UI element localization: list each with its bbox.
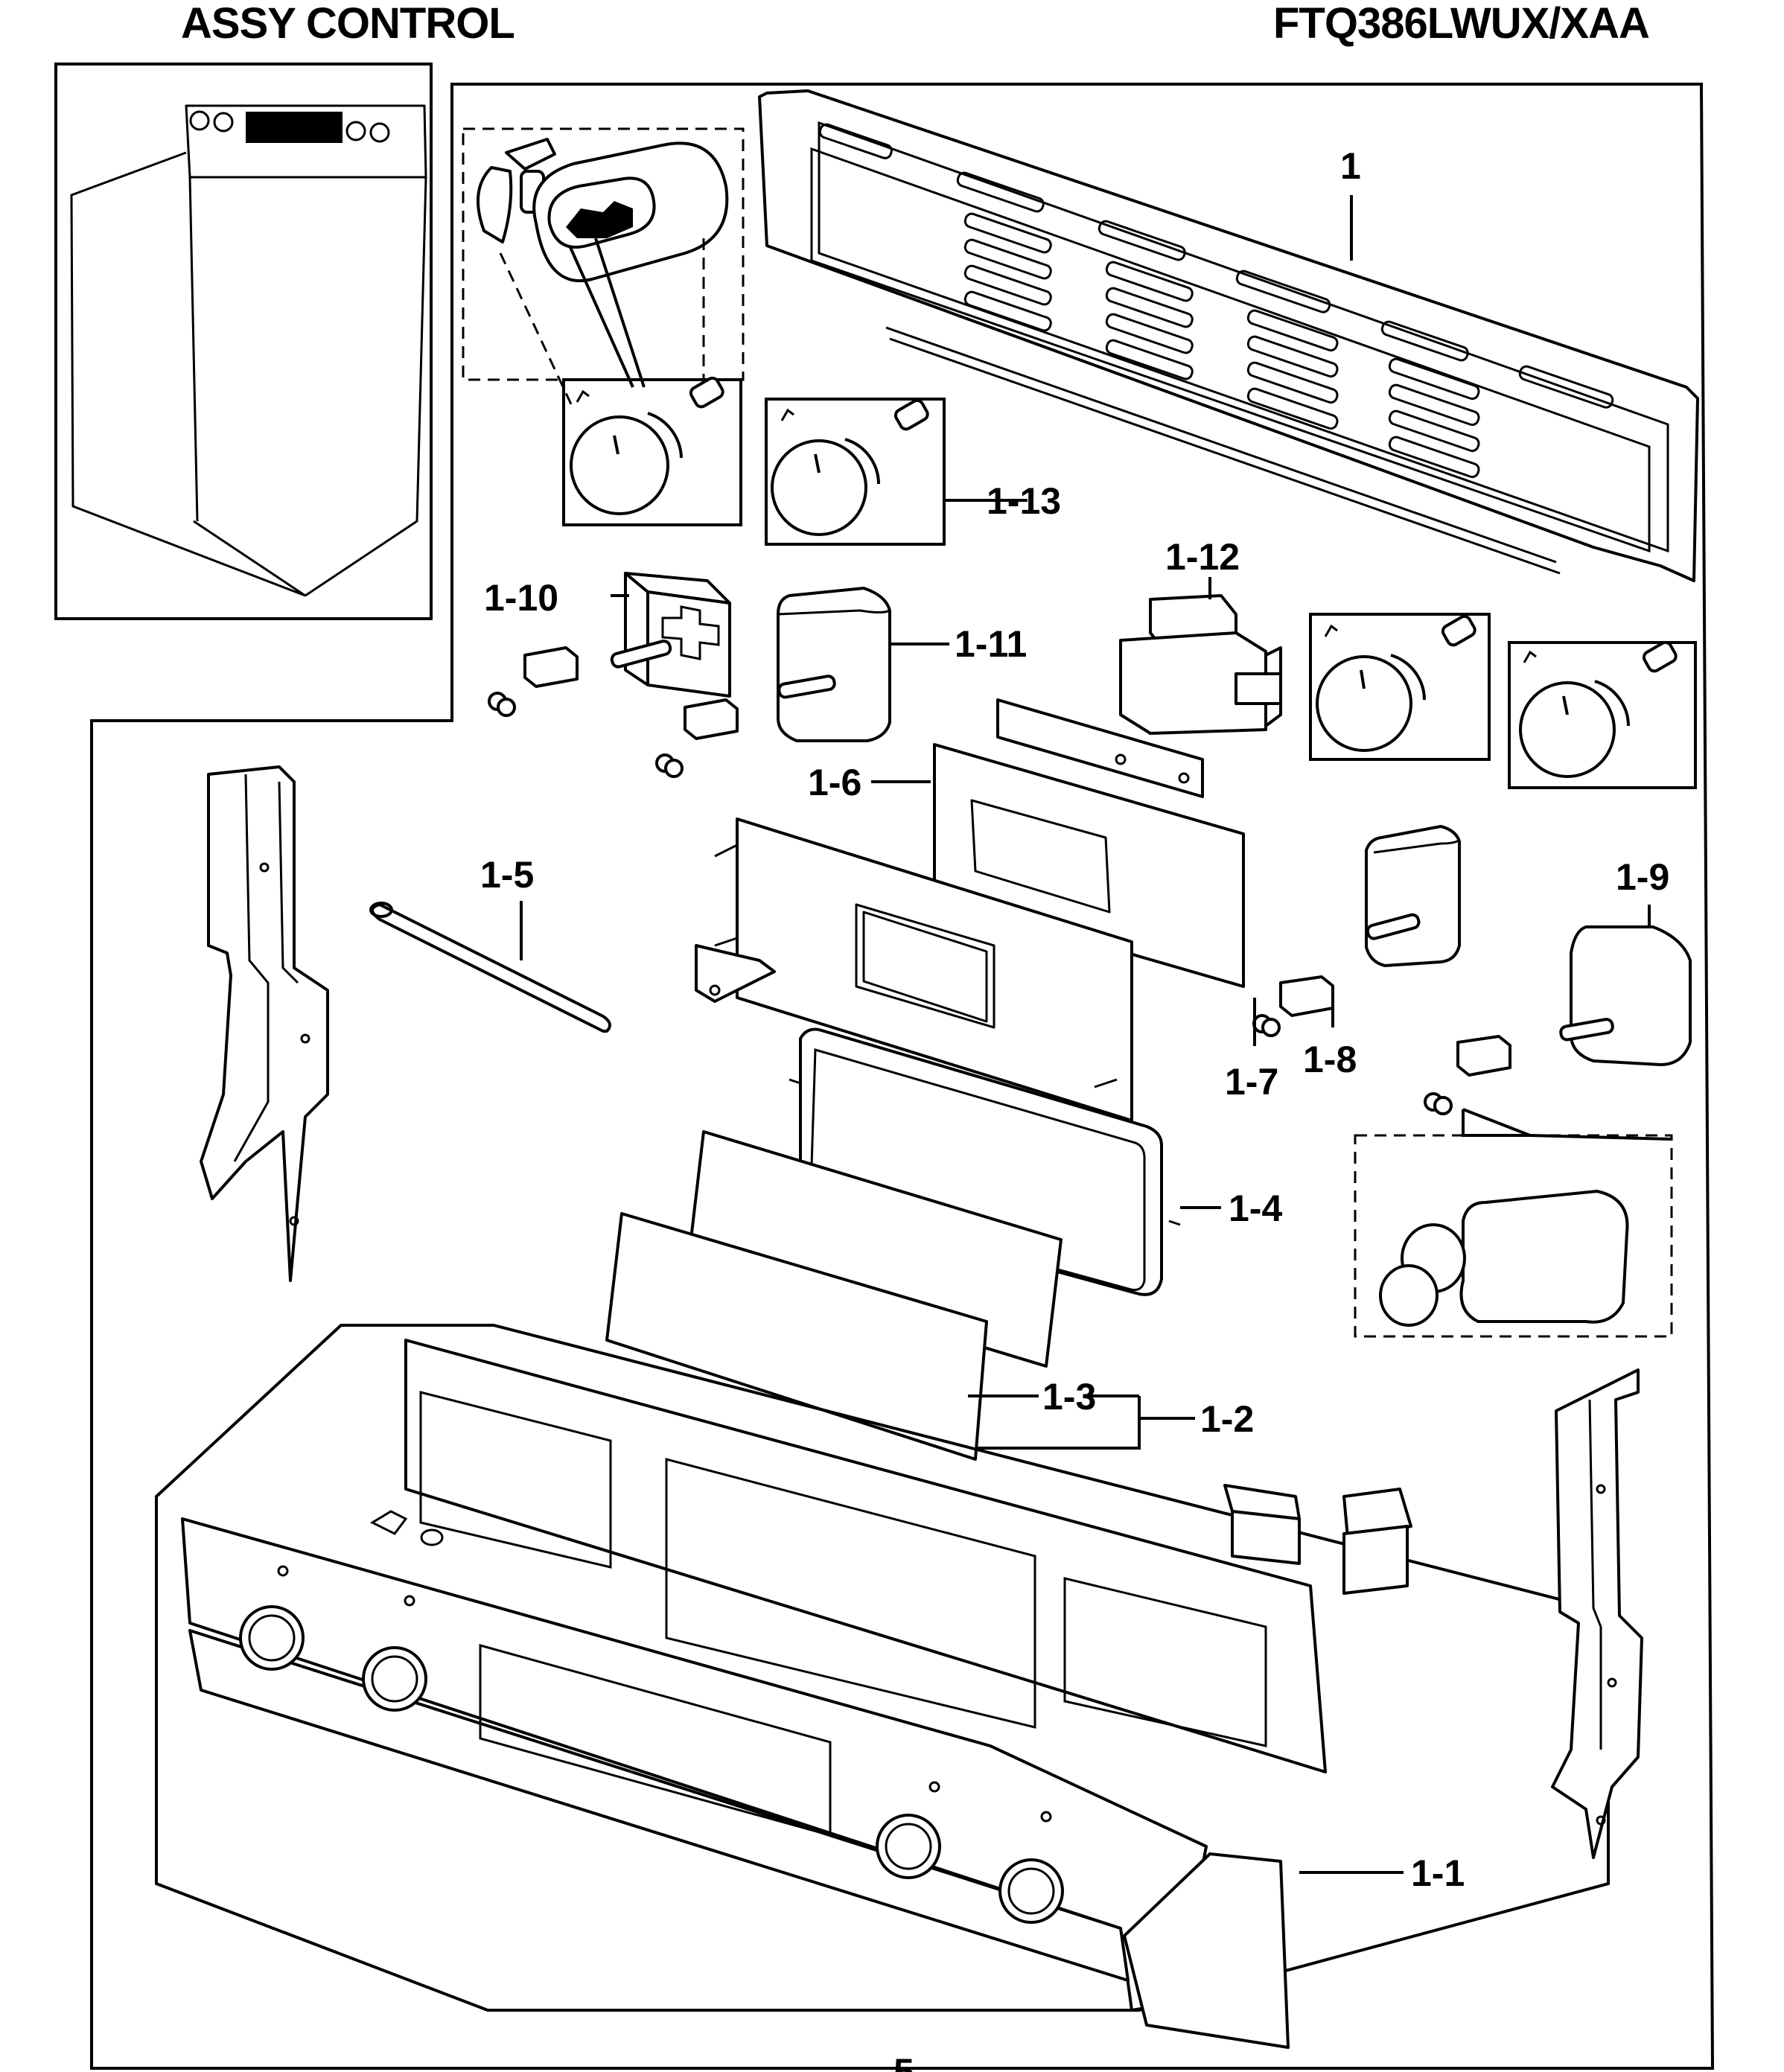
knob-box-2: [765, 398, 946, 546]
knob-box-3: [1309, 613, 1491, 761]
callout-1-11: 1-11: [955, 623, 1027, 665]
callout-1-6: 1-6: [808, 762, 861, 803]
vent-slots-column-4: [1388, 357, 1480, 479]
part-1-9-switch: [1424, 925, 1692, 1115]
callout-1-9: 1-9: [1616, 856, 1669, 898]
vent-slots-column-1: [963, 212, 1052, 332]
switch-detail-dashed-box: [1354, 1134, 1673, 1338]
part-1-8-switch: [1252, 825, 1461, 1037]
model-number: FTQ386LWUX/XAA: [1273, 0, 1650, 48]
right-side-bracket: [1551, 1368, 1643, 1859]
callout-1-10: 1-10: [484, 577, 558, 619]
part-1-11-switch: [777, 587, 891, 742]
part-1-5-rod: [369, 902, 611, 1033]
callout-1: 1: [1340, 145, 1361, 187]
diagram-title: ASSY CONTROL: [181, 0, 515, 48]
callout-1-12: 1-12: [1165, 536, 1240, 578]
part-1-1-control-panel: [155, 1324, 1610, 2049]
callout-1-2: 1-2: [1200, 1398, 1254, 1440]
inset-range-frame: [54, 63, 433, 620]
part-1-10-switch: [488, 572, 739, 778]
knob-detail-dashed-box: [462, 127, 745, 381]
callout-1-4: 1-4: [1229, 1188, 1282, 1229]
rocker-switch-2: [1342, 1488, 1412, 1595]
assembly-frame: [90, 83, 1715, 2070]
callout-1-3: 1-3: [1042, 1376, 1096, 1418]
left-side-bracket: [200, 765, 329, 1282]
callout-1-5: 1-5: [480, 854, 534, 896]
part-1-12-transformer: [1119, 594, 1282, 735]
small-mount-bracket: [695, 944, 776, 1003]
leader-lines: [520, 195, 1651, 1874]
callout-1-1: 1-1: [1411, 1852, 1465, 1894]
switch-detail-enlarged: [1379, 1190, 1629, 1327]
knob-box-1: [562, 376, 742, 526]
main-control-board: [714, 817, 1133, 1122]
callout-1-13: 1-13: [987, 480, 1061, 522]
rocker-switch-1: [1223, 1484, 1301, 1565]
callout-1-7: 1-7: [1225, 1061, 1278, 1103]
knob-box-4: [1508, 640, 1697, 789]
part-1-6-board: [933, 743, 1245, 988]
part-1-2-window: [687, 1130, 1063, 1368]
rear-control-panel: [758, 89, 1699, 582]
range-overview-thumbnail: [70, 104, 427, 597]
knob-insert-detail: [532, 141, 729, 388]
vent-slots-column-2: [1105, 261, 1194, 380]
callout-1-8: 1-8: [1303, 1039, 1357, 1080]
vent-slots-column-3: [1246, 309, 1339, 430]
page-mark: 5: [893, 2051, 914, 2072]
part-1-3-glass: [605, 1212, 988, 1461]
support-bracket: [996, 698, 1204, 798]
